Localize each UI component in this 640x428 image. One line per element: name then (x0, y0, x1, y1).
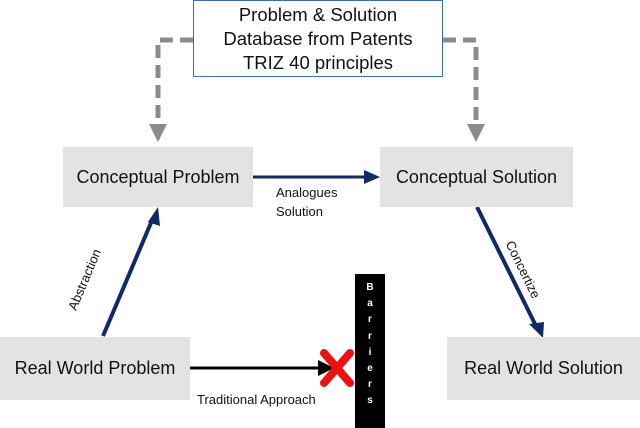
analogues-line-2: Solution (276, 204, 323, 219)
dashed-arrowhead-right (467, 124, 485, 142)
conceptual-solution-box: Conceptual Solution (380, 147, 573, 207)
database-line-2: Database from Patents (223, 27, 413, 49)
traditional-approach-label: Traditional Approach (197, 392, 316, 407)
real-world-solution-label: Real World Solution (464, 358, 623, 378)
barrier-letter: i (368, 346, 372, 358)
dashed-arrow-to-problem (155, 37, 193, 137)
dashed-arrowhead-left (149, 124, 167, 142)
real-world-problem-label: Real World Problem (14, 358, 176, 378)
conceptual-problem-label: Conceptual Problem (76, 166, 240, 187)
database-line-3: TRIZ 40 principles (242, 51, 394, 73)
barrier-letter: s (367, 395, 373, 407)
barrier-letter: a (367, 298, 373, 310)
real-world-solution-box: Real World Solution (447, 337, 640, 400)
conceptual-problem-box: Conceptual Problem (63, 147, 253, 207)
barrier-letter: e (367, 363, 373, 375)
database-line-1: Problem & Solution (238, 3, 398, 25)
blocked-cross-icon (320, 349, 354, 387)
concretize-arrow (475, 206, 538, 327)
analogues-label: Analogues Solution (276, 183, 337, 221)
database-box: Problem & Solution Database from Patents… (193, 0, 443, 77)
barrier-letter: r (368, 330, 372, 342)
barrier-letter: r (368, 379, 372, 391)
barrier-letter: B (366, 282, 374, 293)
real-world-problem-box: Real World Problem (0, 337, 190, 400)
analogues-line-1: Analogues (276, 185, 338, 200)
dashed-arrow-to-solution (443, 37, 479, 137)
abstraction-arrow (101, 217, 155, 337)
barrier-letter: r (368, 314, 372, 326)
conceptual-solution-label: Conceptual Solution (395, 166, 558, 187)
barrier-wall: B a r r i e r s (355, 274, 385, 428)
